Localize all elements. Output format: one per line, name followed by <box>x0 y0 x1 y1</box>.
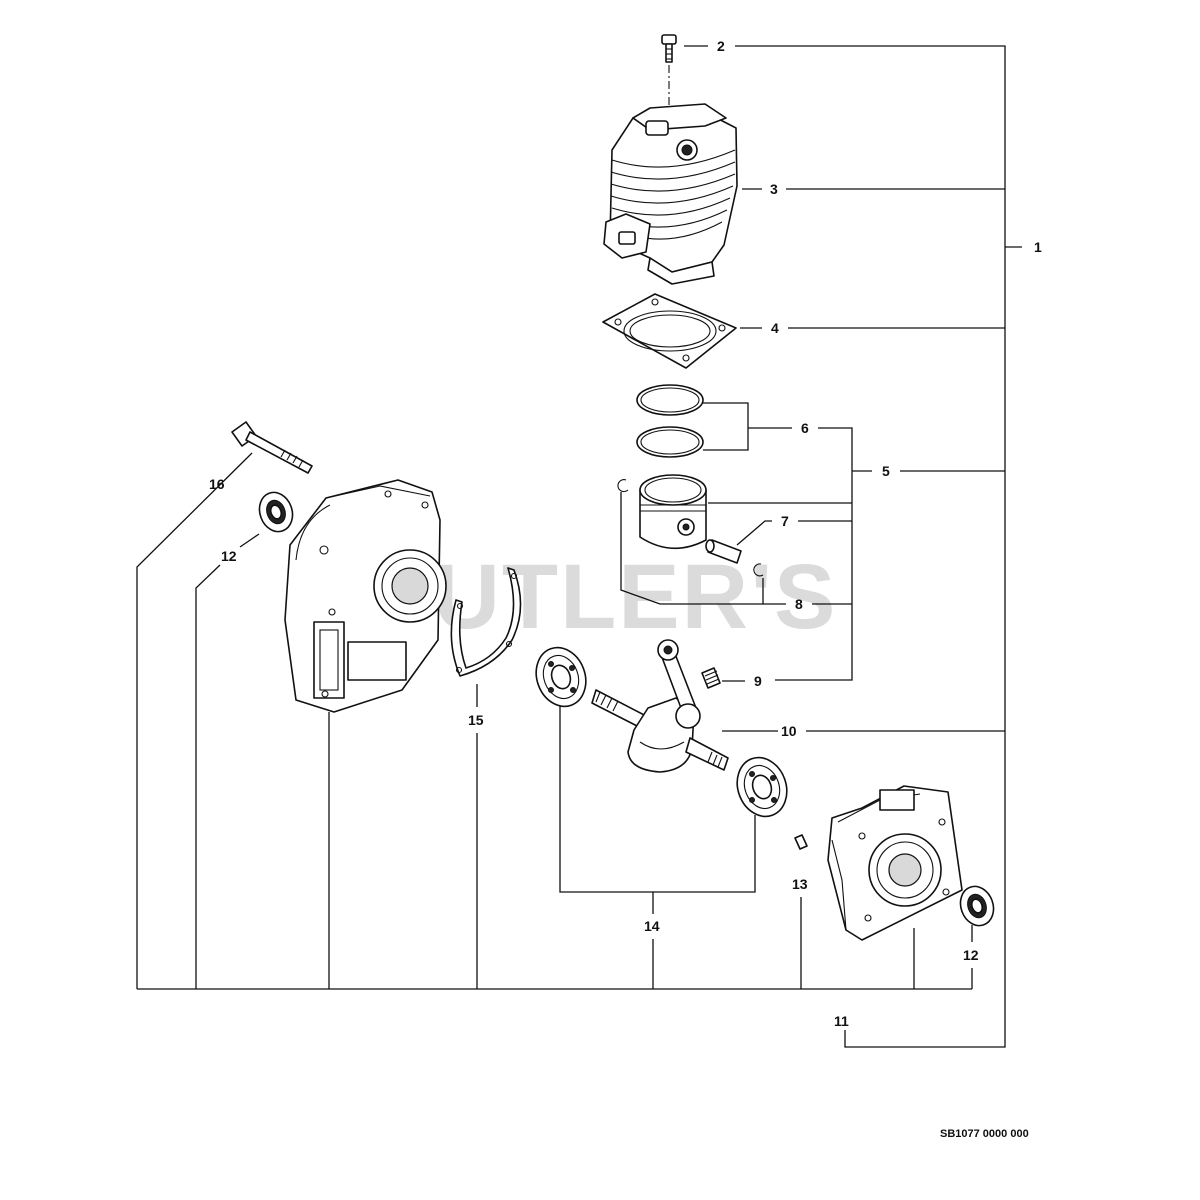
crankcase-gasket-part <box>450 567 522 677</box>
ball-bearing-left-part <box>535 646 587 708</box>
callout-6: 6 <box>801 420 809 436</box>
callout-8: 8 <box>795 596 803 612</box>
reference-code: SB1077 0000 000 <box>940 1128 1029 1140</box>
callout-15: 15 <box>468 712 484 728</box>
callout-1: 1 <box>1034 239 1042 255</box>
cylinder-part <box>603 103 738 285</box>
leader-lines <box>136 45 1022 1048</box>
cylinder-gasket-part <box>602 293 737 369</box>
callout-7: 7 <box>781 513 789 529</box>
callout-10: 10 <box>781 723 797 739</box>
callout-9: 9 <box>754 673 762 689</box>
callout-14: 14 <box>644 918 660 934</box>
crankshaft-part <box>591 639 729 773</box>
ball-bearing-right-part <box>736 756 788 818</box>
callout-4: 4 <box>771 320 779 336</box>
piston-part <box>639 474 707 550</box>
callout-2: 2 <box>717 38 725 54</box>
crankcase-right-part <box>827 785 963 941</box>
callout-12-left: 12 <box>221 548 237 564</box>
piston-pin-part <box>705 539 742 564</box>
circlips-part <box>617 479 764 577</box>
bolt-part <box>661 34 677 180</box>
oil-seal-left-part <box>258 491 294 533</box>
crankcase-left-part <box>284 479 447 713</box>
needle-bearing-part <box>701 667 721 689</box>
callout-5: 5 <box>882 463 890 479</box>
dowel-pin-part <box>794 834 808 850</box>
callout-12-right: 12 <box>963 947 979 963</box>
piston-rings-part <box>636 384 704 458</box>
callout-13: 13 <box>792 876 808 892</box>
callout-3: 3 <box>770 181 778 197</box>
oil-seal-right-part <box>959 885 995 927</box>
long-bolt-part <box>231 421 313 474</box>
callout-16: 16 <box>209 476 225 492</box>
callout-11: 11 <box>834 1013 849 1029</box>
